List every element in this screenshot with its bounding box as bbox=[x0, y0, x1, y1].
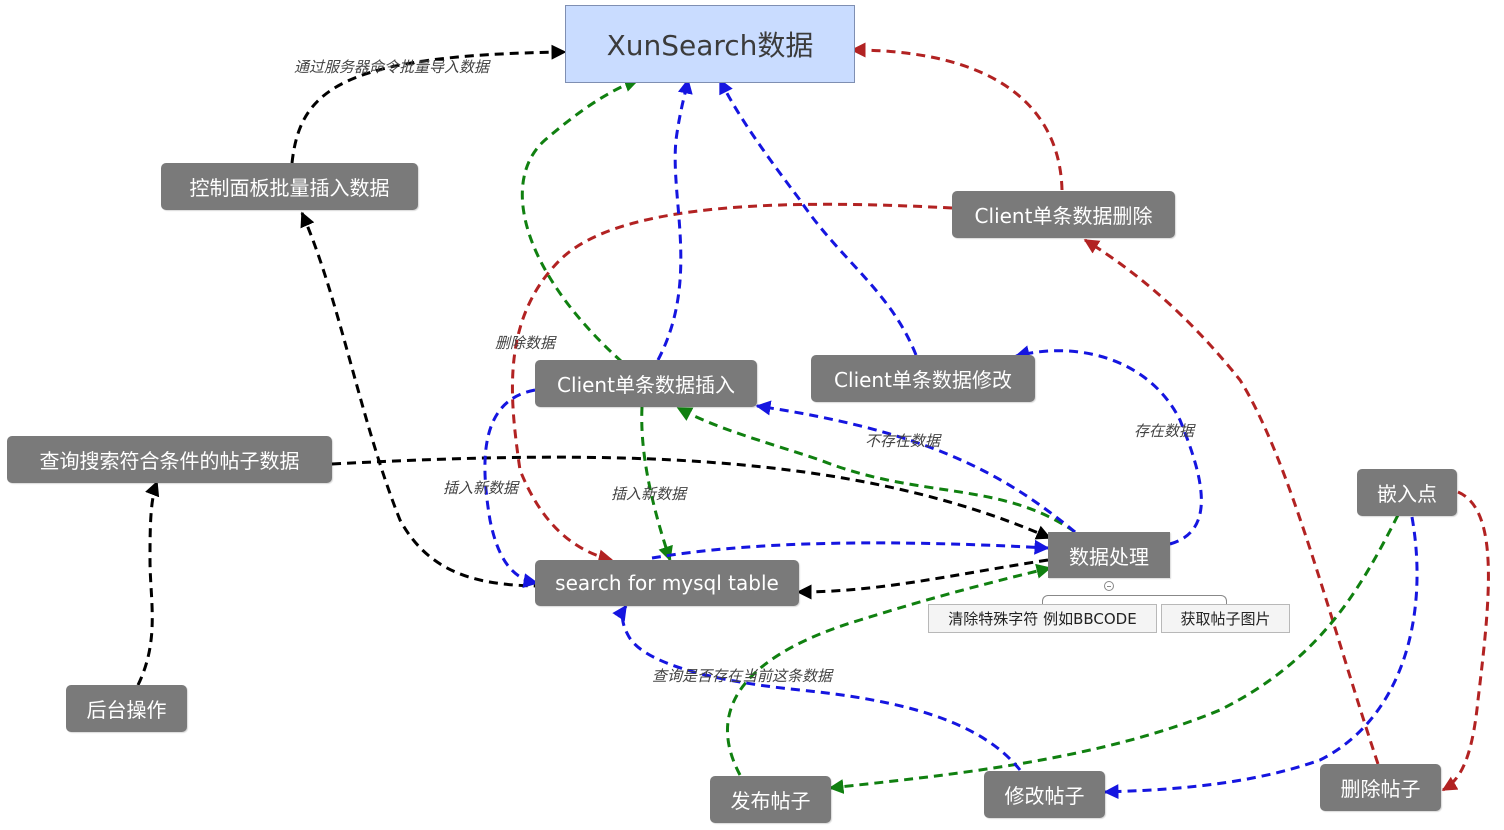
edge-modify-to-xunsearch bbox=[718, 78, 918, 356]
sub-items-bracket bbox=[1042, 595, 1227, 605]
edge-label-exist: 存在数据 bbox=[1134, 422, 1195, 440]
edge-modifypost-to-search bbox=[612, 604, 1022, 771]
publish-post-node[interactable]: 发布帖子 bbox=[710, 776, 831, 823]
edge-search-to-process bbox=[651, 539, 1050, 560]
edge-embed-to-deletepost bbox=[1441, 490, 1490, 792]
edge-deletepost-to-clientdelete bbox=[1083, 238, 1380, 765]
edge-insert-to-search-blue bbox=[483, 388, 539, 589]
edge-label-server-cmd: 通过服务器命令批量导入数据 bbox=[294, 58, 490, 76]
edge-process-to-insert-blue bbox=[755, 400, 1076, 534]
edge-delete-to-xunsearch bbox=[850, 42, 1064, 191]
edge-panel-to-xunsearch bbox=[290, 44, 567, 164]
edge-label-delete-data: 删除数据 bbox=[495, 334, 556, 352]
edge-label-query-exist: 查询是否存在当前这条数据 bbox=[652, 667, 833, 685]
edge-label-not-exist: 不存在数据 bbox=[865, 432, 941, 450]
edge-backend-to-query bbox=[136, 480, 160, 686]
edge-clientdelete-to-search bbox=[510, 202, 953, 565]
delete-post-node[interactable]: 删除帖子 bbox=[1320, 764, 1441, 811]
client-delete-node[interactable]: Client单条数据删除 bbox=[952, 191, 1175, 238]
panel-batch-node[interactable]: 控制面板批量插入数据 bbox=[161, 163, 418, 210]
data-process-node[interactable]: 数据处理 bbox=[1048, 532, 1170, 578]
query-posts-node[interactable]: 查询搜索符合条件的帖子数据 bbox=[7, 436, 332, 483]
edge-embed-to-modifypost bbox=[1103, 516, 1419, 800]
modify-post-node[interactable]: 修改帖子 bbox=[984, 771, 1105, 818]
edge-label-insert-new-2: 插入新数据 bbox=[611, 485, 687, 503]
edge-embed-to-publish bbox=[828, 514, 1400, 795]
sub-item-clean-chars[interactable]: 清除特殊字符 例如BBCODE bbox=[928, 604, 1157, 633]
collapse-toggle-icon[interactable] bbox=[1104, 581, 1114, 591]
client-modify-node[interactable]: Client单条数据修改 bbox=[811, 355, 1035, 402]
xunsearch-node[interactable]: XunSearch数据 bbox=[565, 5, 855, 83]
edge-label-insert-new-1: 插入新数据 bbox=[443, 479, 519, 497]
edge-query-to-process bbox=[331, 455, 1052, 540]
search-mysql-node[interactable]: search for mysql table bbox=[535, 560, 799, 606]
client-insert-node[interactable]: Client单条数据插入 bbox=[535, 360, 757, 407]
edge-insert-to-xunsearch-blue bbox=[656, 78, 693, 361]
edge-process-to-modify bbox=[1014, 345, 1203, 546]
embed-point-node[interactable]: 嵌入点 bbox=[1357, 469, 1457, 516]
edge-search-to-panel bbox=[300, 211, 538, 588]
edge-process-to-insert bbox=[676, 406, 1076, 534]
edge-insert-to-xunsearch bbox=[520, 77, 640, 364]
edge-insert-to-search bbox=[640, 406, 673, 562]
edge-publish-to-process bbox=[726, 563, 1052, 776]
edge-process-to-search bbox=[796, 558, 1049, 600]
sub-item-get-images[interactable]: 获取帖子图片 bbox=[1161, 604, 1290, 633]
backend-node[interactable]: 后台操作 bbox=[66, 685, 187, 732]
